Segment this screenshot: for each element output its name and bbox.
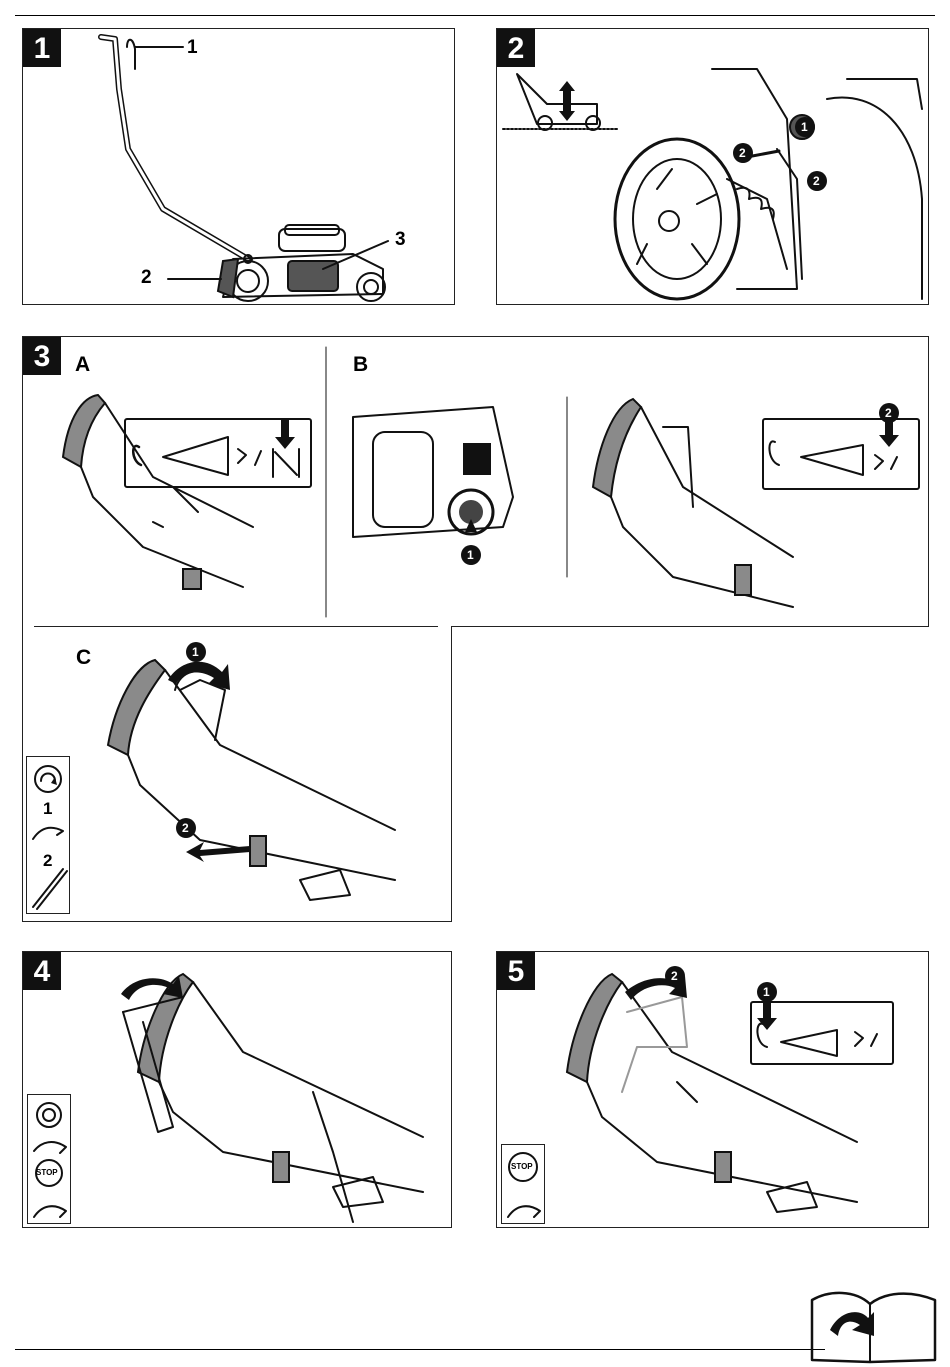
turn-page-book-icon xyxy=(0,0,950,1367)
